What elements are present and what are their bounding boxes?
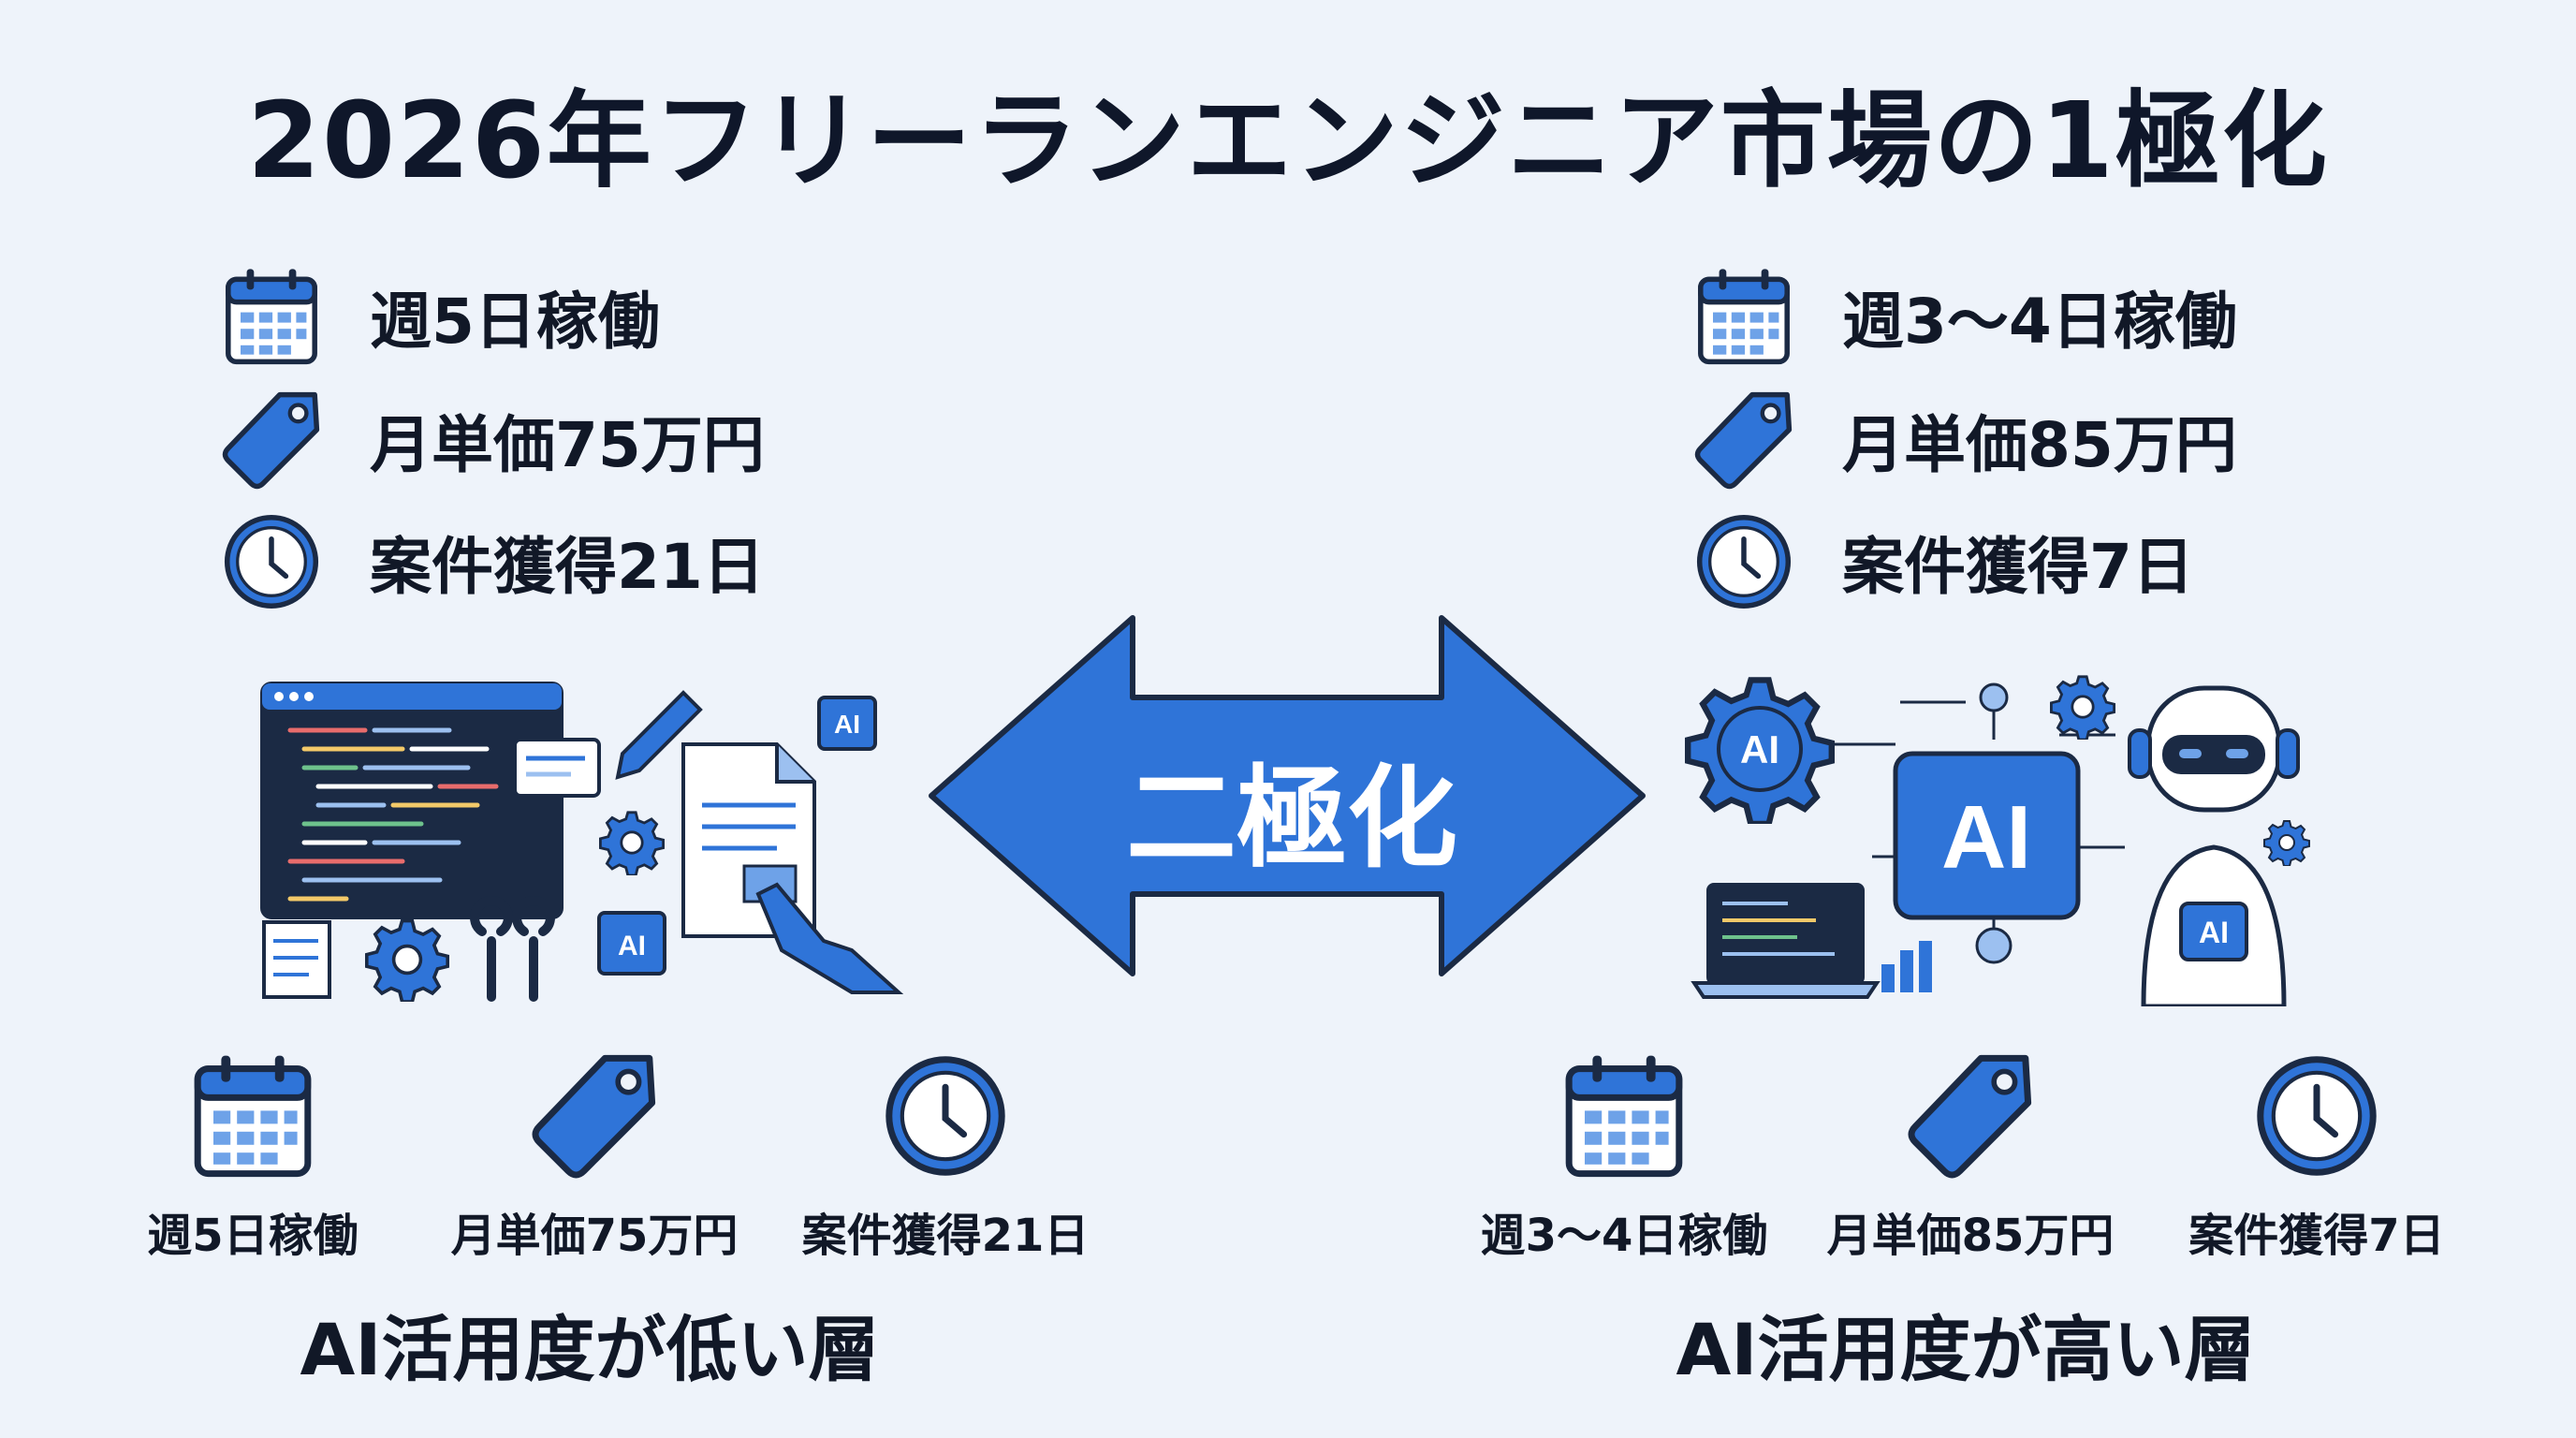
right-stat-acquisition: 案件獲得7日 (1692, 510, 2194, 613)
ai-chip-icon: AI (817, 696, 877, 751)
left-bottom-rate: 月単価75万円 (426, 1050, 763, 1264)
ai-gear-icon: AI (1688, 680, 1832, 824)
left-illustration: AI AI (260, 682, 904, 1002)
left-stat-acquisition-label: 案件獲得21日 (370, 531, 765, 603)
left-bottom-rate-label: 月単価75万円 (450, 1210, 739, 1262)
left-bottom-workdays: 週5日稼働 (84, 1050, 421, 1264)
gear-icon (2264, 821, 2309, 866)
right-ai-chip-label: AI (1941, 787, 2031, 888)
clock-icon (2251, 1050, 2382, 1181)
gear-icon (2051, 677, 2114, 740)
polarization-label: 二極化 (1125, 754, 1457, 883)
left-bottom-acquisition-label: 案件獲得21日 (801, 1210, 1090, 1262)
right-stat-workdays: 週3〜4日稼働 (1692, 265, 2237, 368)
note-icon (262, 920, 331, 999)
calendar-icon (187, 1050, 318, 1181)
price-tag-icon (1905, 1050, 2036, 1181)
left-bottom-acquisition: 案件獲得21日 (777, 1050, 1114, 1264)
left-stat-rate-label: 月単価75万円 (370, 409, 765, 481)
calendar-icon (1692, 265, 1795, 368)
right-caption: AI活用度が高い層 (1676, 1308, 2256, 1391)
left-stat-rate: 月単価75万円 (220, 389, 765, 492)
right-stat-rate-label: 月単価85万円 (1842, 409, 2237, 481)
clock-icon (220, 510, 323, 613)
pencil-icon (615, 690, 703, 780)
left-stat-acquisition: 案件獲得21日 (220, 510, 765, 613)
left-caption: AI活用度が低い層 (300, 1308, 880, 1391)
double-arrow (929, 615, 1646, 976)
left-bottom-workdays-label: 週5日稼働 (147, 1210, 359, 1262)
ai-chip-icon: AI (1893, 751, 2081, 920)
price-tag-icon (220, 389, 323, 492)
laptop-icon (1690, 883, 1881, 999)
robot-icon: AI (2128, 685, 2300, 1006)
right-stat-rate: 月単価85万円 (1692, 389, 2237, 492)
right-stat-workdays-label: 週3〜4日稼働 (1842, 286, 2237, 358)
gear-icon (367, 921, 447, 1002)
right-illustration: AI AI AI (1685, 660, 2331, 1006)
left-ai-chip2-label: AI (618, 931, 646, 961)
right-bottom-workdays: 週3〜4日稼働 (1456, 1050, 1793, 1264)
right-ai-gear-label: AI (1740, 727, 1779, 771)
price-tag-icon (1692, 389, 1795, 492)
right-bottom-rate: 月単価85万円 (1802, 1050, 2139, 1264)
right-bottom-rate-label: 月単価85万円 (1826, 1210, 2115, 1262)
right-robot-label: AI (2199, 916, 2229, 949)
gear-icon (600, 813, 663, 875)
calendar-icon (1559, 1050, 1690, 1181)
code-window (260, 682, 601, 919)
left-stat-workdays-label: 週5日稼働 (370, 286, 660, 358)
left-stat-workdays: 週5日稼働 (220, 265, 660, 368)
right-stat-acquisition-label: 案件獲得7日 (1842, 531, 2194, 603)
clock-icon (880, 1050, 1011, 1181)
pointing-hand-icon (755, 882, 904, 994)
right-bottom-workdays-label: 週3〜4日稼働 (1480, 1210, 1768, 1262)
calendar-icon (220, 265, 323, 368)
bar-chart-icon (1881, 941, 1932, 992)
left-ai-chip-label: AI (834, 710, 860, 739)
price-tag-icon (529, 1050, 660, 1181)
ai-chip-icon: AI (597, 911, 666, 976)
circuit-lines (1835, 697, 2125, 932)
page-title: 2026年フリーランエンジニア市場の1極化 (247, 81, 2329, 202)
right-bottom-acquisition: 案件獲得7日 (2148, 1050, 2485, 1264)
wrench-icon (470, 896, 555, 1002)
right-bottom-acquisition-label: 案件獲得7日 (2188, 1210, 2445, 1262)
clock-icon (1692, 510, 1795, 613)
